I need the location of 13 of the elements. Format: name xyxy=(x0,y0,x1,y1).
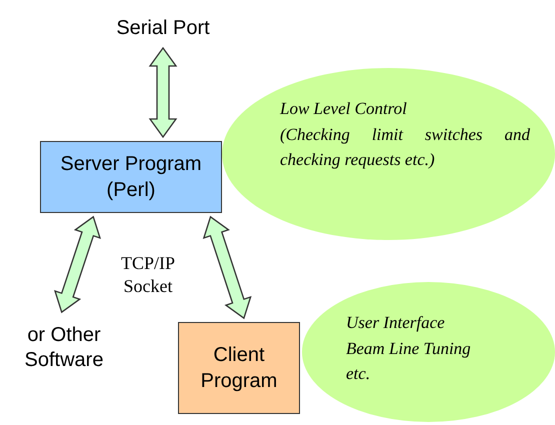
ellipse-text: Beam Line Tuning xyxy=(346,338,472,360)
connection-label: TCP/IP Socket xyxy=(120,252,176,298)
ellipse-text: User Interface xyxy=(346,312,446,334)
server-box: Server Program (Perl) xyxy=(40,141,222,213)
double-arrow xyxy=(54,216,101,314)
double-arrow xyxy=(148,46,178,138)
ellipse-text: (Checking limit switches and checking requests etc.) xyxy=(280,124,530,171)
ellipse-text: Low Level Control xyxy=(280,98,408,120)
client-box: Client Program xyxy=(178,322,300,414)
software-label: or Other Software xyxy=(5,316,123,380)
double-arrow xyxy=(202,216,252,320)
ellipse-text: etc. xyxy=(346,363,372,385)
port-label: Serial Port xyxy=(100,12,226,44)
